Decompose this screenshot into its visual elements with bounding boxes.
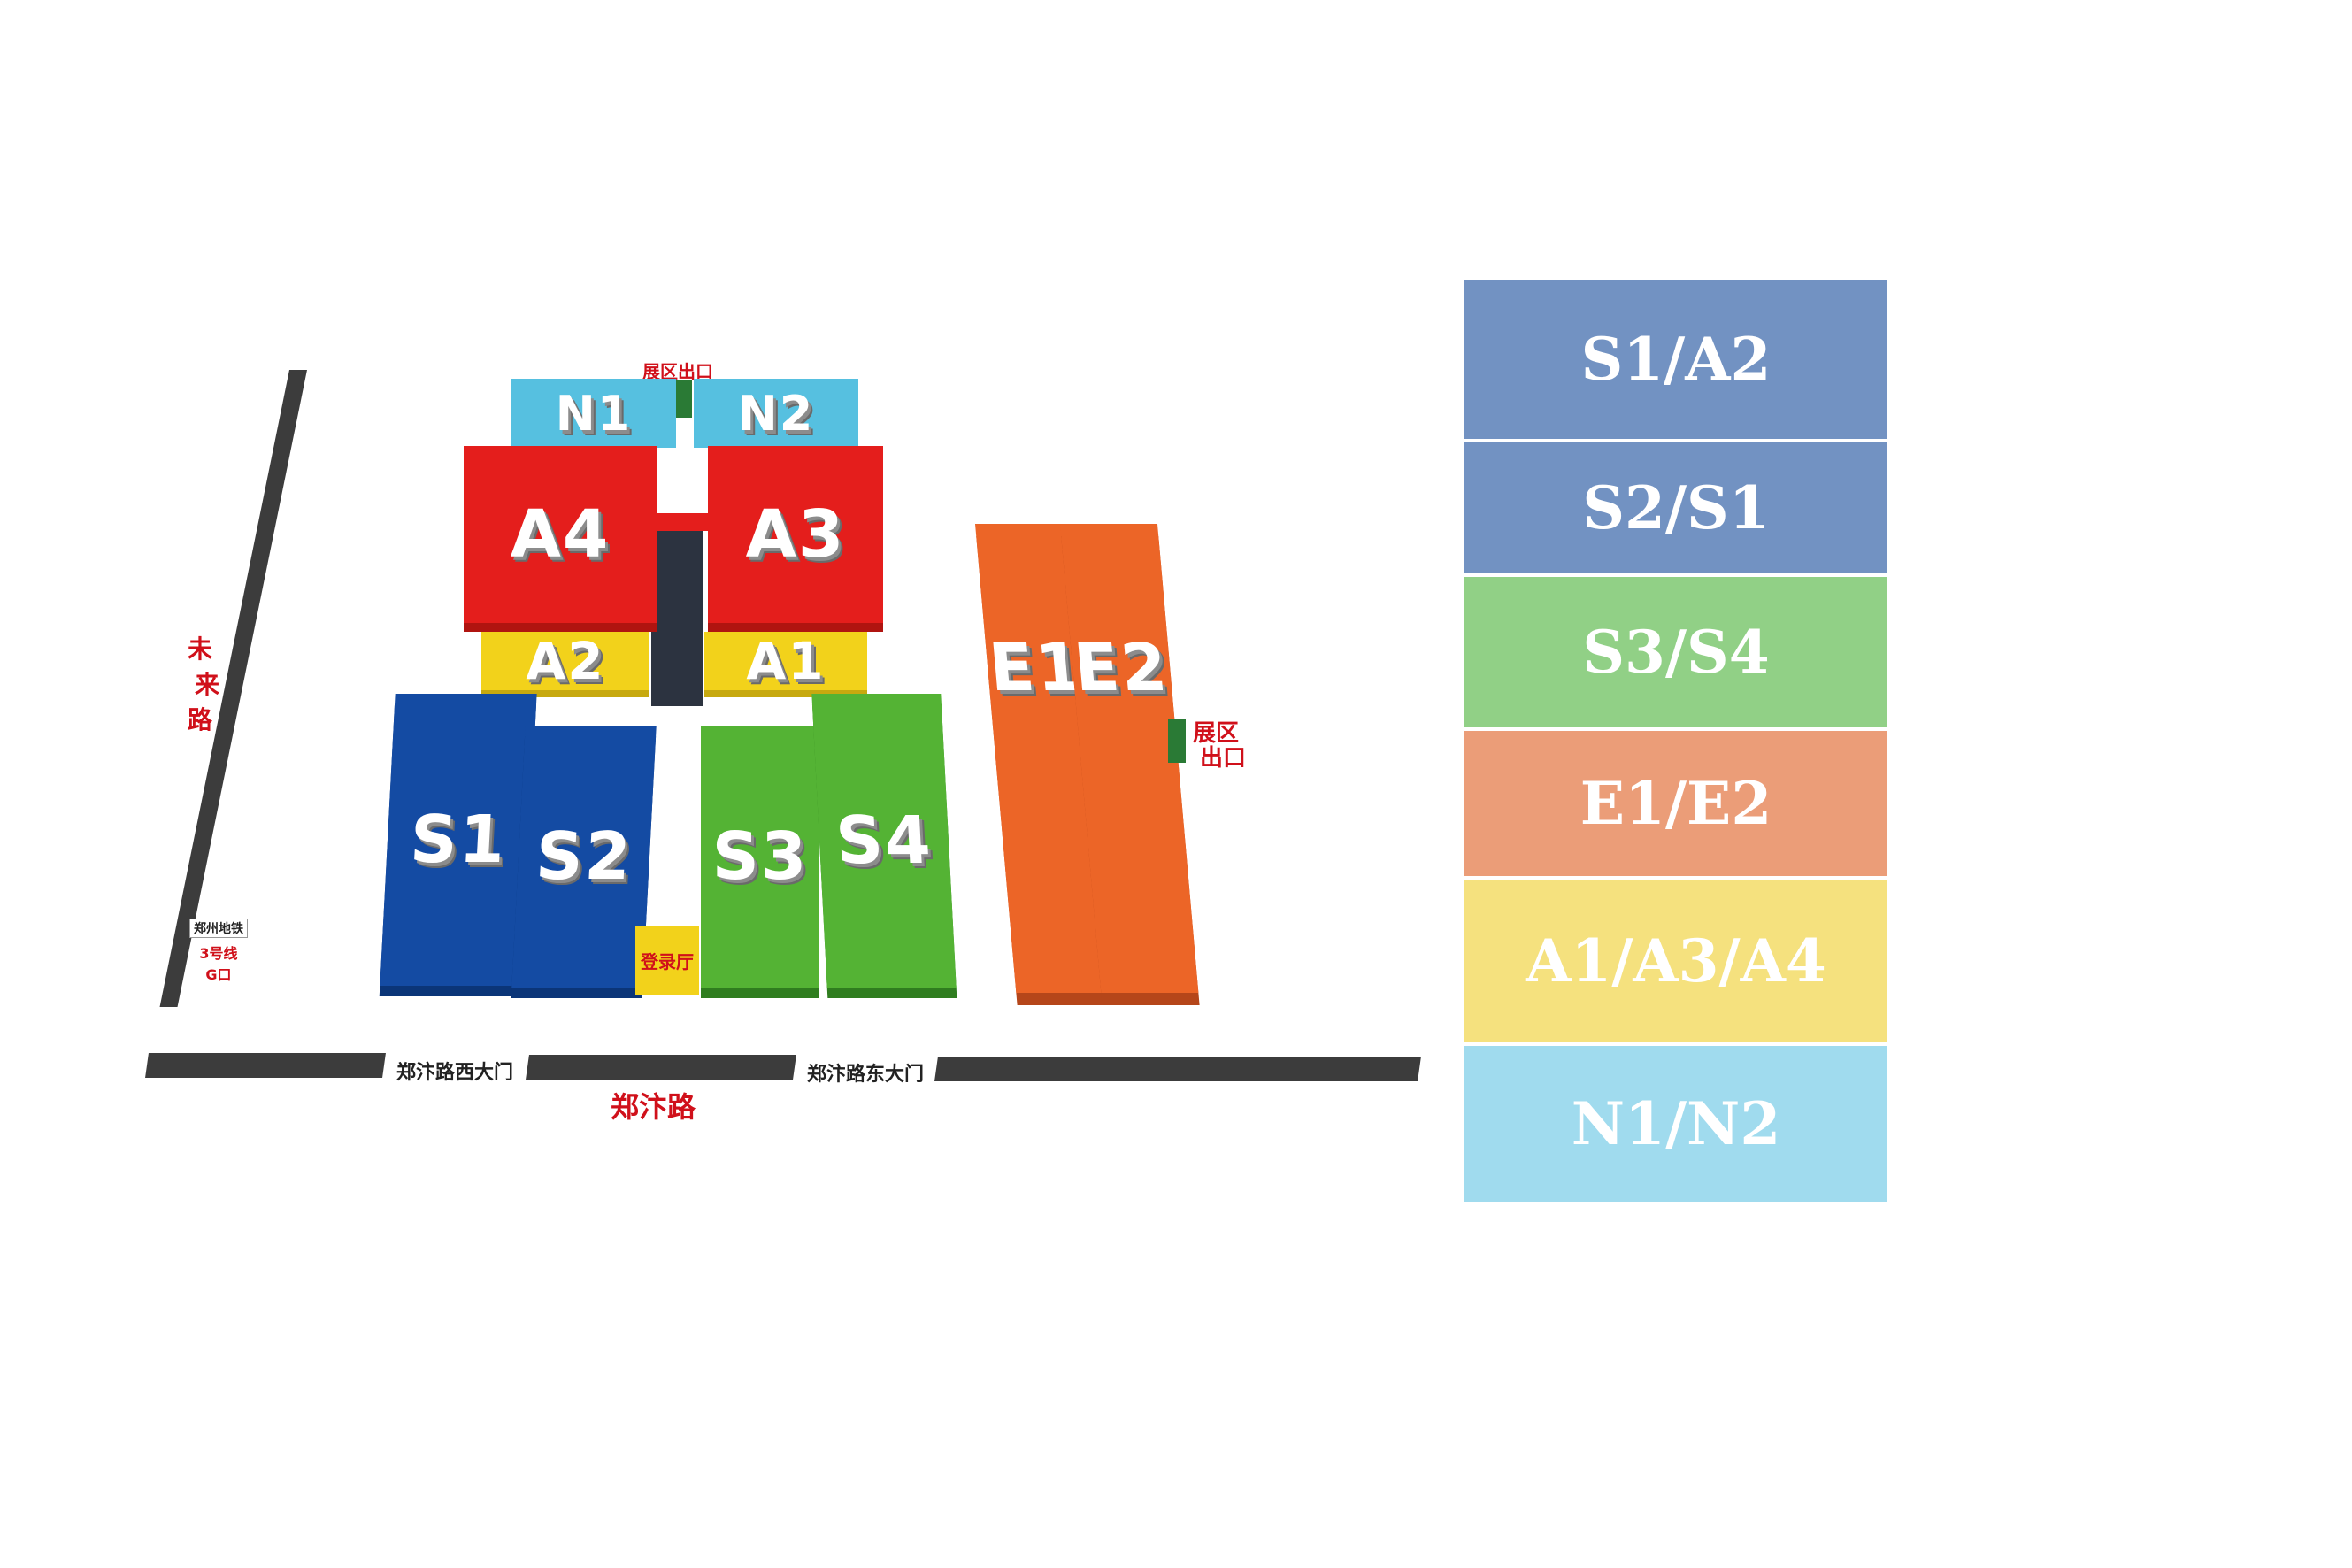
hall-a1[interactable]: A1 bbox=[704, 631, 867, 691]
hall-s3[interactable]: S3 bbox=[701, 726, 819, 988]
hall-a1-label: A1 bbox=[746, 631, 826, 691]
legend-item-n1-n2: N1/N2 bbox=[1464, 1046, 1887, 1202]
central-corridor-top bbox=[648, 513, 710, 531]
hall-s1-label: S1 bbox=[408, 802, 509, 878]
exit-right-label-line1: 展区 bbox=[1193, 720, 1240, 747]
registration-hall[interactable]: 登录厅 bbox=[635, 926, 699, 995]
venue-map: 未 来 路 郑州地铁 3号线 G口 郑汴路西大门 郑汴路东大门 郑汴路 展区出口… bbox=[145, 361, 1421, 1124]
legend-item-s1-a2: S1/A2 bbox=[1464, 280, 1887, 439]
exit-right-marker bbox=[1168, 719, 1186, 763]
hall-a3-label: A3 bbox=[745, 496, 846, 573]
hall-n2-label: N2 bbox=[737, 385, 815, 442]
hall-s3-label: S3 bbox=[711, 819, 809, 895]
central-corridor bbox=[651, 513, 703, 706]
hall-s2-label: S2 bbox=[534, 819, 634, 895]
zhengbian-road-middle-segment bbox=[526, 1055, 796, 1080]
hall-a4[interactable]: A4 bbox=[464, 446, 657, 623]
east-gate-label: 郑汴路东大门 bbox=[807, 1064, 925, 1086]
legend-item-s3-s4: S3/S4 bbox=[1464, 577, 1887, 727]
hall-s4[interactable]: S4 bbox=[811, 694, 957, 988]
zhengbian-road-east-segment bbox=[934, 1057, 1421, 1081]
registration-hall-label: 登录厅 bbox=[641, 950, 694, 972]
weilai-road-label: 未 来 路 bbox=[188, 634, 220, 734]
hall-a2[interactable]: A2 bbox=[481, 631, 649, 691]
hall-n2[interactable]: N2 bbox=[694, 379, 858, 448]
legend-item-a1-a3-a4: A1/A3/A4 bbox=[1464, 880, 1887, 1042]
exit-top-marker bbox=[676, 380, 692, 418]
west-gate-label: 郑汴路西大门 bbox=[396, 1062, 514, 1084]
hall-e2-label: E2 bbox=[1071, 630, 1172, 706]
exit-right-label-line2: 出口 bbox=[1200, 745, 1247, 772]
weilai-road bbox=[159, 370, 307, 1007]
hall-a2-label: A2 bbox=[526, 631, 605, 691]
hall-a3[interactable]: A3 bbox=[708, 446, 883, 623]
hall-s4-label: S4 bbox=[834, 803, 934, 879]
legend-item-e1-e2: E1/E2 bbox=[1464, 731, 1887, 876]
zhengbian-road-label: 郑汴路 bbox=[611, 1090, 696, 1124]
metro-label: 郑州地铁 3号线 G口 bbox=[189, 919, 248, 984]
hall-n1[interactable]: N1 bbox=[511, 379, 676, 448]
zhengbian-road-west-segment bbox=[145, 1053, 386, 1078]
hall-n1-label: N1 bbox=[555, 385, 633, 442]
legend-item-s2-s1: S2/S1 bbox=[1464, 442, 1887, 573]
hall-a4-label: A4 bbox=[510, 496, 611, 573]
